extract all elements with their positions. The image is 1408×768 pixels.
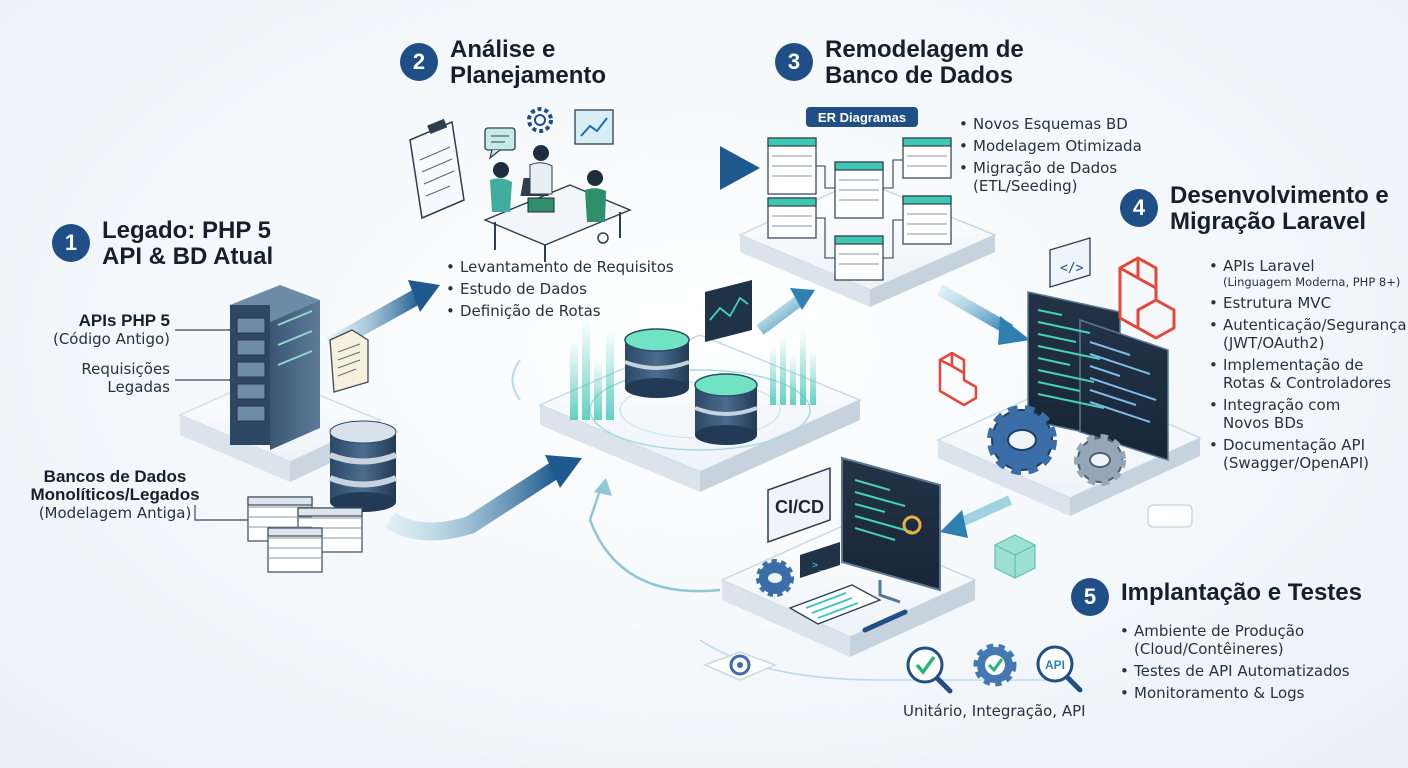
loop-arrow [511, 359, 521, 401]
step-title: Legado: PHP 5 API & BD Atual [102, 217, 274, 270]
gear-icon [987, 405, 1057, 475]
deploy-section: >_ [702, 456, 1083, 694]
step-3-header: 3 Remodelagem de Banco de Dados [775, 37, 1024, 89]
arrow-legacy-to-center [385, 462, 560, 541]
list-item: Integração com Novos BDs [1209, 396, 1407, 432]
loop-arrow [588, 489, 721, 593]
monitor-icon [841, 456, 941, 604]
magnifier-check-icon [906, 646, 953, 694]
step-title: Remodelagem de Banco de Dados [825, 36, 1024, 89]
gear-icon [1074, 434, 1126, 486]
svg-text:</>: </> [1060, 261, 1084, 276]
list-item: Definição de Rotas [446, 302, 674, 320]
arrow-head [720, 146, 760, 190]
er-diagram-badge: ER Diagramas [806, 107, 918, 127]
list-item: Autenticação/Segurança (JWT/OAuth2) [1209, 316, 1407, 352]
legacy-apis-label: APIs PHP 5 (Código Antigo) [52, 311, 170, 349]
step-5-header: 5 Implantação e Testes [1071, 572, 1362, 616]
report-icon [788, 584, 882, 625]
step-number: 3 [775, 43, 813, 81]
step-number: 2 [400, 43, 438, 81]
cube-icon [994, 534, 1036, 579]
step-title: Implantação e Testes [1121, 579, 1362, 606]
analysis-section [409, 107, 632, 262]
laravel-section: </> [936, 237, 1202, 528]
tests-caption: Unitário, Integração, API [903, 702, 1086, 720]
arrow-head [940, 510, 968, 538]
connector-lines [699, 639, 1060, 681]
sync-icon [702, 651, 778, 681]
step-4-header: 4 Desenvolvimento e Migração Laravel [1120, 183, 1389, 235]
laravel-logo-icon [1118, 256, 1176, 340]
database-icon [624, 328, 758, 445]
step-title: Análise e Planejamento [450, 36, 607, 89]
step-number: 4 [1120, 189, 1158, 227]
step-1-header: 1 Legado: PHP 5 API & BD Atual [52, 218, 273, 270]
analysis-bullets: Levantamento de Requisitos Estudo de Dad… [446, 258, 674, 324]
clipboard-icon [409, 118, 465, 220]
gear-check-icon [973, 643, 1017, 687]
legacy-section [175, 285, 398, 573]
list-item: Modelagem Otimizada [959, 137, 1142, 155]
api-search-icon: API [1036, 645, 1083, 693]
laravel-bullets: APIs Laravel (Linguagem Moderna, PHP 8+)… [1209, 257, 1407, 476]
document-icon [329, 329, 369, 393]
arrow-head [408, 280, 440, 312]
monitor-icon [1027, 291, 1169, 462]
small-block [1147, 504, 1193, 528]
pen-icon [862, 609, 908, 633]
legacy-requests-label: Requisições Legadas [81, 360, 170, 396]
chart-icon [705, 280, 752, 342]
list-item: Implementação de Rotas & Controladores [1209, 356, 1407, 392]
chat-icon [484, 127, 516, 160]
step-2-header: 2 Análise e Planejamento [400, 37, 606, 89]
remodel-bullets: Novos Esquemas BD Modelagem Otimizada Mi… [959, 115, 1142, 199]
legacy-databases-label: Bancos de Dados Monolíticos/Legados (Mod… [30, 467, 200, 523]
team-meeting-icon [483, 145, 632, 262]
list-item: Estudo de Dados [446, 280, 674, 298]
data-bars [570, 320, 816, 420]
arrow-head [998, 316, 1030, 345]
svg-text:>_: >_ [812, 560, 825, 571]
arrow-center-to-remodel [756, 295, 804, 335]
step-number: 1 [52, 224, 90, 262]
cicd-box [767, 466, 831, 544]
cicd-label: CI/CD [775, 497, 824, 517]
chart-icon [574, 109, 614, 145]
center-platform [538, 280, 862, 492]
list-item: Testes de API Automatizados [1120, 662, 1350, 680]
list-item: Migração de Dados (ETL/Seeding) [959, 159, 1142, 195]
terminal-icon: >_ [800, 542, 840, 578]
laravel-logo-icon [938, 351, 978, 407]
list-item: APIs Laravel (Linguagem Moderna, PHP 8+) [1209, 257, 1407, 290]
list-item: Levantamento de Requisitos [446, 258, 674, 276]
list-item: Ambiente de Produção (Cloud/Contêineres) [1120, 622, 1350, 658]
deploy-bullets: Ambiente de Produção (Cloud/Contêineres)… [1120, 622, 1350, 706]
step-number: 5 [1071, 578, 1109, 616]
er-diagram-icon [767, 137, 952, 281]
list-item: Documentação API (Swagger/OpenAPI) [1209, 436, 1407, 472]
step-title: Desenvolvimento e Migração Laravel [1170, 182, 1389, 235]
remodel-section [738, 137, 997, 307]
gear-icon [527, 107, 553, 133]
gear-icon [756, 559, 794, 597]
label-connector [194, 505, 248, 521]
legacy-tables-icon [247, 496, 363, 573]
arrow-remodel-to-laravel [937, 284, 1013, 336]
code-tag-icon: </> [1049, 237, 1091, 288]
list-item: Monitoramento & Logs [1120, 684, 1350, 702]
flow-arrows [326, 146, 1060, 681]
database-icon [328, 420, 398, 512]
arrow-head [545, 455, 582, 488]
arrow-head [790, 288, 815, 310]
list-item: Novos Esquemas BD [959, 115, 1142, 133]
list-item: Estrutura MVC [1209, 294, 1407, 312]
server-icon [230, 285, 320, 450]
api-badge: API [1045, 658, 1065, 672]
